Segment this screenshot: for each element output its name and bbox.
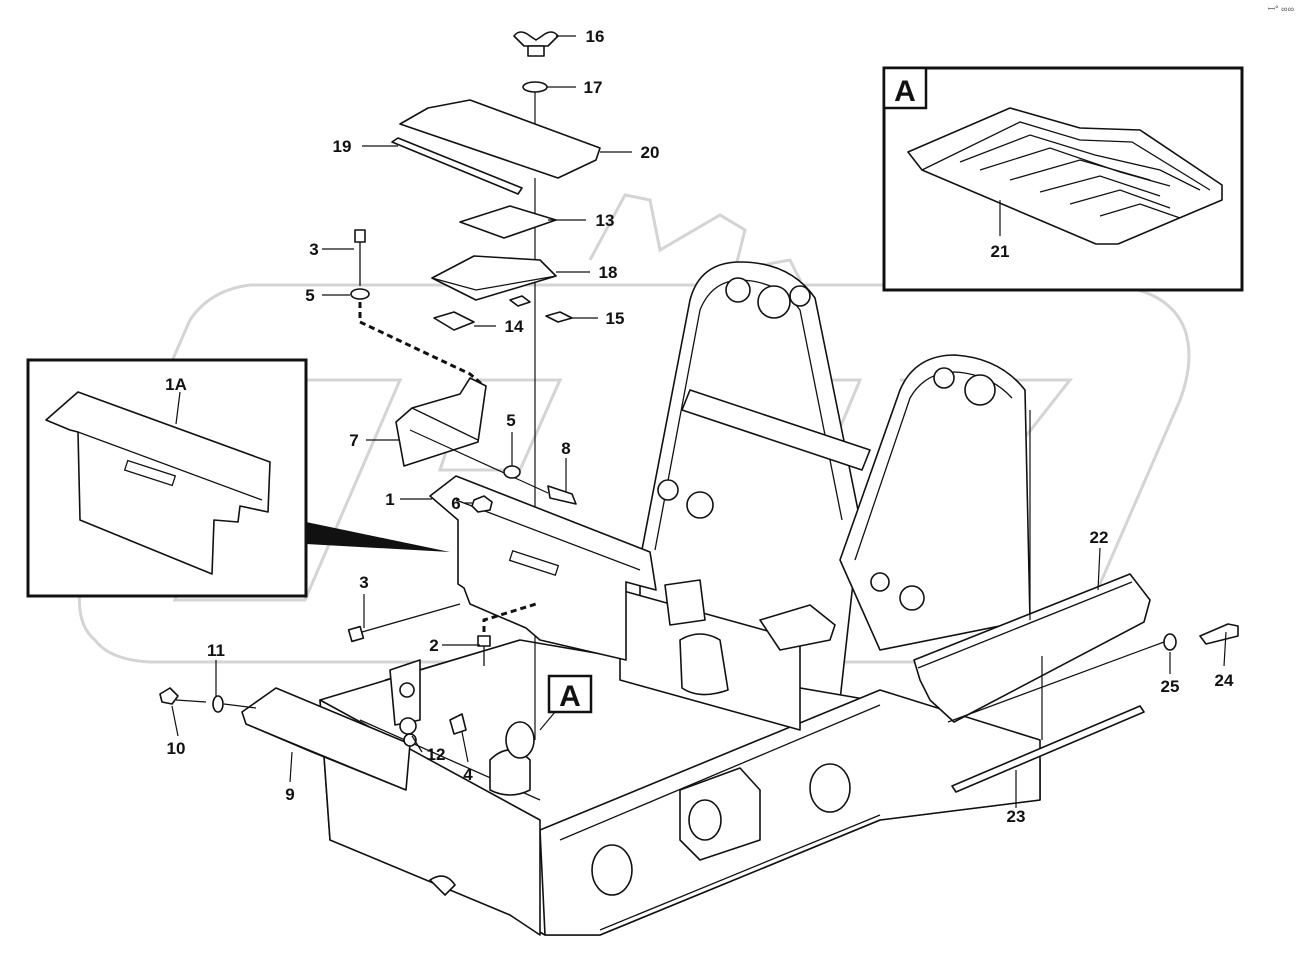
label-15: 15 <box>606 309 625 328</box>
label-14: 14 <box>505 317 524 336</box>
label-5-right: 5 <box>506 411 515 430</box>
floor-mat-part <box>907 107 1223 245</box>
label-12: 12 <box>427 745 446 764</box>
detail-A-marker: A <box>539 674 593 731</box>
label-22: 22 <box>1090 528 1109 547</box>
label-4: 4 <box>463 765 473 784</box>
label-21: 21 <box>991 242 1010 261</box>
label-11: 11 <box>207 641 225 660</box>
label-1A: 1A <box>165 375 187 394</box>
detail-A-marker-label: A <box>559 680 581 713</box>
label-23: 23 <box>1007 807 1026 826</box>
label-7: 7 <box>349 431 358 450</box>
detail-1A-inset <box>26 358 308 598</box>
label-13: 13 <box>596 211 615 230</box>
corner-mark: ꟷ° ∞∞ <box>1267 4 1294 14</box>
label-17: 17 <box>584 78 603 97</box>
label-19: 19 <box>333 137 352 156</box>
detail-A-inset: A <box>882 66 1244 292</box>
detail-A-box-label: A <box>894 75 916 108</box>
label-20: 20 <box>641 143 660 162</box>
label-25: 25 <box>1161 677 1180 696</box>
loose-parts <box>159 31 1239 793</box>
machine-frame <box>319 261 1041 936</box>
inset-1A-pointer <box>306 522 450 552</box>
label-9: 9 <box>285 785 294 804</box>
label-2: 2 <box>429 636 438 655</box>
label-3-lower: 3 <box>359 573 368 592</box>
label-5-left: 5 <box>305 286 314 305</box>
label-3-top: 3 <box>309 240 318 259</box>
label-16: 16 <box>586 27 605 46</box>
label-18: 18 <box>599 263 618 282</box>
label-10: 10 <box>167 739 186 758</box>
bracket-1A-part <box>45 391 271 575</box>
label-6: 6 <box>451 494 460 513</box>
leader-lines <box>171 35 1227 808</box>
label-1: 1 <box>385 490 394 509</box>
label-24: 24 <box>1215 671 1234 690</box>
label-8: 8 <box>561 439 570 458</box>
part-labels: 16 17 20 19 13 18 14 15 3 5 1A 7 5 8 1 6… <box>165 27 1234 826</box>
